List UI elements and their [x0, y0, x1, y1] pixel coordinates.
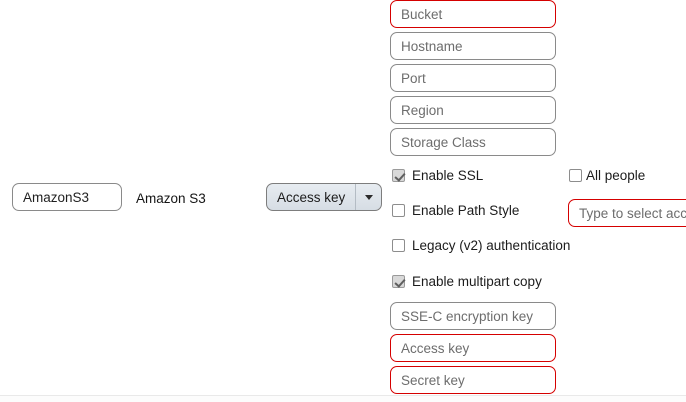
enable-ssl-checkbox[interactable]	[392, 169, 405, 182]
profile-display-label: Amazon S3	[136, 191, 206, 206]
legacy-v2-authentication-checkbox[interactable]	[392, 239, 405, 252]
all-people-checkbox-row[interactable]: All people	[569, 168, 645, 183]
bucket-input[interactable]: Bucket	[390, 0, 556, 28]
region-input[interactable]: Region	[390, 96, 556, 124]
enable-path-style-checkbox-row[interactable]: Enable Path Style	[392, 203, 519, 218]
enable-multipart-copy-checkbox[interactable]	[392, 275, 405, 288]
footer-divider	[0, 395, 686, 396]
account-select-input[interactable]: Type to select account	[568, 199, 686, 227]
all-people-label: All people	[586, 168, 646, 183]
secret-key-input[interactable]: Secret key	[390, 366, 556, 394]
port-input[interactable]: Port	[390, 64, 556, 92]
enable-path-style-label: Enable Path Style	[412, 203, 520, 218]
footer-band	[0, 396, 686, 402]
sse-c-encryption-key-input[interactable]: SSE-C encryption key	[390, 302, 556, 330]
chevron-down-icon[interactable]	[355, 184, 381, 210]
profile-name-input[interactable]: AmazonS3	[12, 183, 122, 211]
credential-type-value: Access key	[277, 189, 346, 205]
storage-class-input[interactable]: Storage Class	[390, 128, 556, 156]
legacy-v2-authentication-label: Legacy (v2) authentication	[412, 238, 571, 253]
enable-multipart-copy-label: Enable multipart copy	[412, 274, 542, 289]
hostname-input[interactable]: Hostname	[390, 32, 556, 60]
credential-type-dropdown[interactable]: Access key	[266, 183, 382, 211]
enable-path-style-checkbox[interactable]	[392, 204, 405, 217]
legacy-v2-authentication-checkbox-row[interactable]: Legacy (v2) authentication	[392, 238, 570, 253]
access-key-input[interactable]: Access key	[390, 334, 556, 362]
enable-ssl-checkbox-row[interactable]: Enable SSL	[392, 168, 483, 183]
all-people-checkbox[interactable]	[569, 169, 582, 182]
enable-multipart-copy-checkbox-row[interactable]: Enable multipart copy	[392, 274, 542, 289]
enable-ssl-label: Enable SSL	[412, 168, 484, 183]
